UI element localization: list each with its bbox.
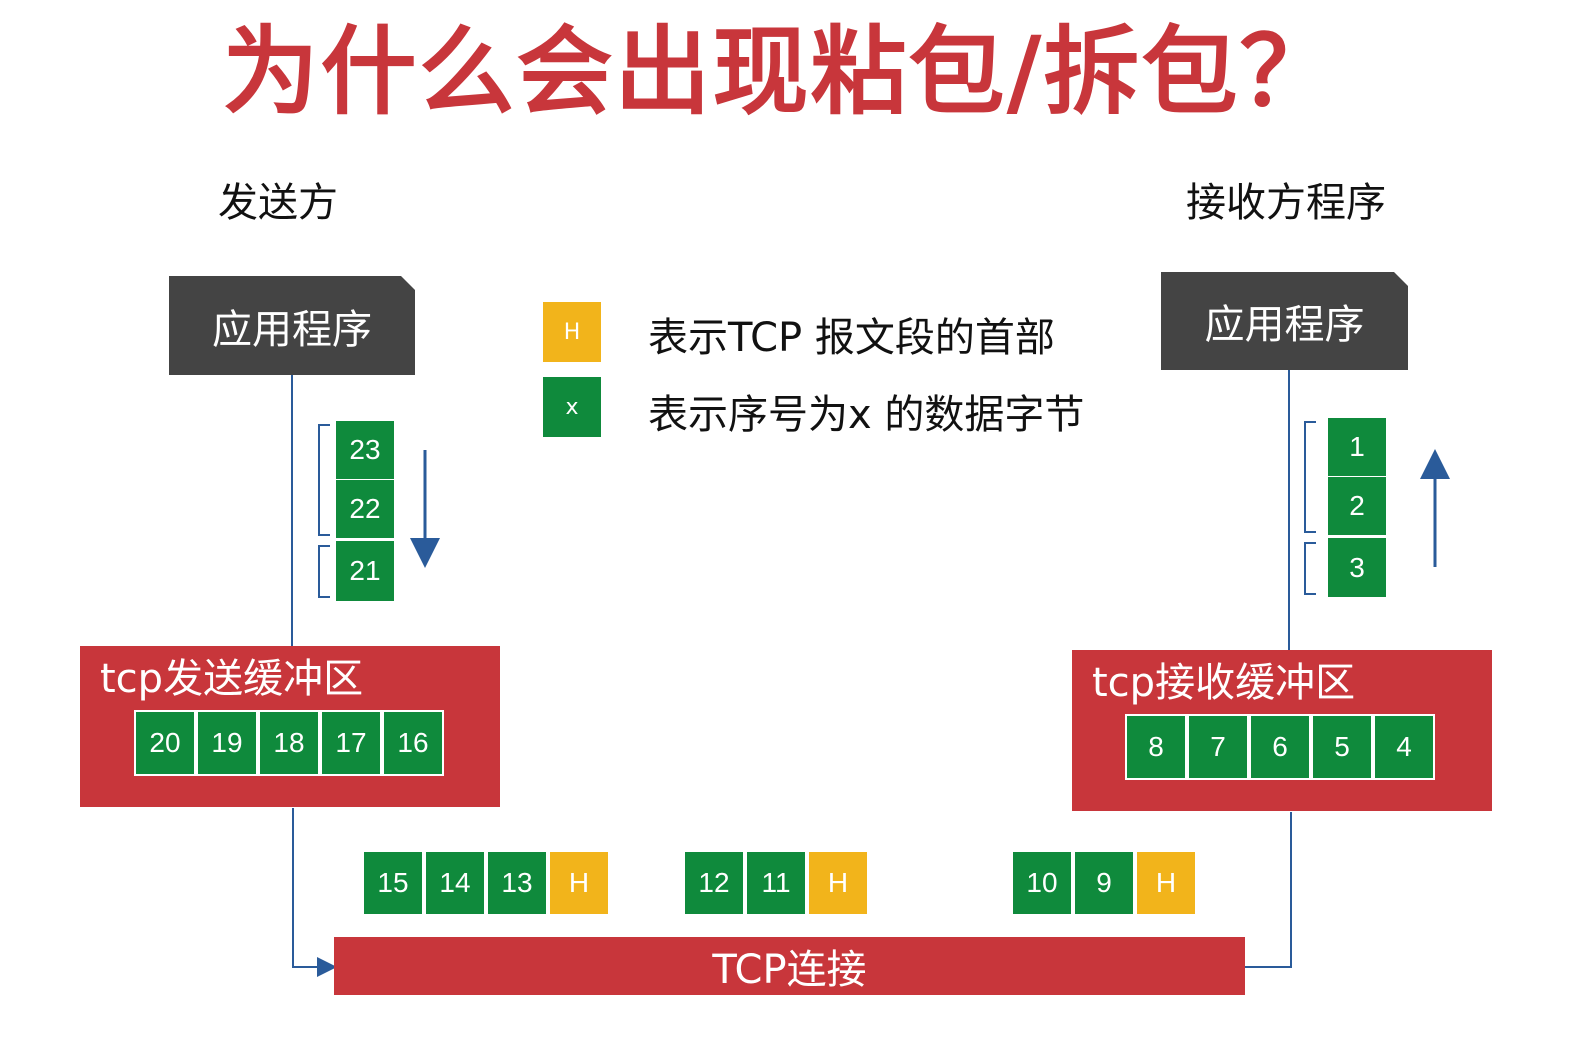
receiver-group-bracket <box>1304 421 1316 533</box>
segment-header: H <box>550 852 608 914</box>
sender-buffer-byte: 20 <box>136 712 194 774</box>
tcp-segment: 12 11 H <box>685 852 867 914</box>
sender-pending-byte: 23 <box>336 421 394 479</box>
receiver-buffer-byte: 6 <box>1251 716 1309 778</box>
segment-byte: 15 <box>364 852 422 914</box>
receiver-buffer: tcp接收缓冲区 8 7 6 5 4 <box>1072 650 1492 811</box>
sender-label: 发送方 <box>218 180 338 226</box>
segment-byte: 12 <box>685 852 743 914</box>
legend-data-text: 表示序号为x 的数据字节 <box>648 392 1085 438</box>
receiver-app-box: 应用程序 <box>1161 272 1408 370</box>
sender-buffer: tcp发送缓冲区 20 19 18 17 16 <box>80 646 500 807</box>
receiver-buffer-byte: 8 <box>1127 716 1185 778</box>
receiver-buffer-label: tcp接收缓冲区 <box>1092 660 1356 706</box>
sender-group-bracket <box>318 424 330 536</box>
sender-buffer-byte: 17 <box>322 712 380 774</box>
sender-group-bracket <box>318 545 330 598</box>
segment-byte: 11 <box>747 852 805 914</box>
receiver-buffer-byte: 5 <box>1313 716 1371 778</box>
legend-header-text: 表示TCP 报文段的首部 <box>648 315 1055 361</box>
segment-byte: 14 <box>426 852 484 914</box>
sender-app-box: 应用程序 <box>169 276 415 375</box>
receiver-delivered-byte: 2 <box>1328 477 1386 535</box>
sender-buffer-to-connection-line <box>292 808 337 977</box>
sender-buffer-byte: 18 <box>260 712 318 774</box>
receiver-label: 接收方程序 <box>1186 180 1386 226</box>
sender-buffer-blocks: 20 19 18 17 16 <box>134 710 444 776</box>
segment-byte: 9 <box>1075 852 1133 914</box>
tcp-segment: 15 14 13 H <box>364 852 608 914</box>
receiver-buffer-blocks: 8 7 6 5 4 <box>1125 714 1435 780</box>
page-title: 为什么会出现粘包/拆包？ <box>222 16 1338 128</box>
segment-byte: 10 <box>1013 852 1071 914</box>
receiver-buffer-byte: 4 <box>1375 716 1433 778</box>
sender-buffer-byte: 19 <box>198 712 256 774</box>
segment-header: H <box>1137 852 1195 914</box>
receiver-buffer-byte: 7 <box>1189 716 1247 778</box>
sender-buffer-byte: 16 <box>384 712 442 774</box>
receiver-group-bracket <box>1304 542 1316 595</box>
tcp-connection-bar: TCP连接 <box>334 937 1245 995</box>
receiver-delivered-byte: 3 <box>1328 538 1386 597</box>
sender-pending-byte: 22 <box>336 480 394 538</box>
legend-data-square: x <box>543 377 601 437</box>
segment-byte: 13 <box>488 852 546 914</box>
segment-header: H <box>809 852 867 914</box>
tcp-segment: 10 9 H <box>1013 852 1195 914</box>
sender-pending-byte: 21 <box>336 541 394 601</box>
connection-to-receiver-buffer-line <box>1245 812 1292 968</box>
legend-header-square: H <box>543 302 601 362</box>
receiver-delivered-byte: 1 <box>1328 418 1386 476</box>
sender-buffer-label: tcp发送缓冲区 <box>100 656 364 702</box>
